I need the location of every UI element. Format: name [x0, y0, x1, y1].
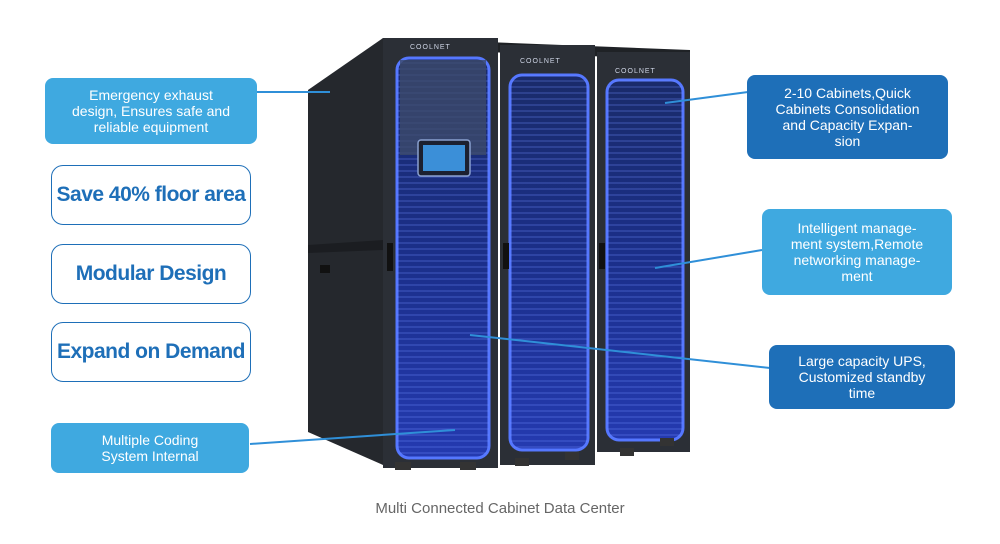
- feature-modular-design: Modular Design: [51, 244, 251, 304]
- brand-logo-3: COOLNET: [615, 68, 656, 75]
- leader-cabinets: [664, 91, 749, 104]
- feature-save-floor-area: Save 40% floor area: [51, 165, 251, 225]
- callout-large-capacity-ups: Large capacity UPS, Customized standby t…: [769, 345, 955, 409]
- image-caption: Multi Connected Cabinet Data Center: [375, 500, 625, 517]
- callout-cabinets-expansion: 2-10 Cabinets,Quick Cabinets Consolidati…: [747, 75, 948, 159]
- callout-emergency-exhaust: Emergency exhaust design, Ensures safe a…: [45, 78, 257, 144]
- leader-coding: [249, 429, 456, 445]
- feature-expand-on-demand: Expand on Demand: [51, 322, 251, 382]
- brand-logo-2: COOLNET: [520, 58, 561, 65]
- leader-intelligent: [654, 249, 763, 269]
- callout-intelligent-management: Intelligent manage- ment system,Remote n…: [762, 209, 952, 295]
- leader-ups: [469, 334, 771, 369]
- brand-logo-1: COOLNET: [410, 44, 451, 51]
- callout-multiple-coding: Multiple Coding System Internal: [51, 423, 249, 473]
